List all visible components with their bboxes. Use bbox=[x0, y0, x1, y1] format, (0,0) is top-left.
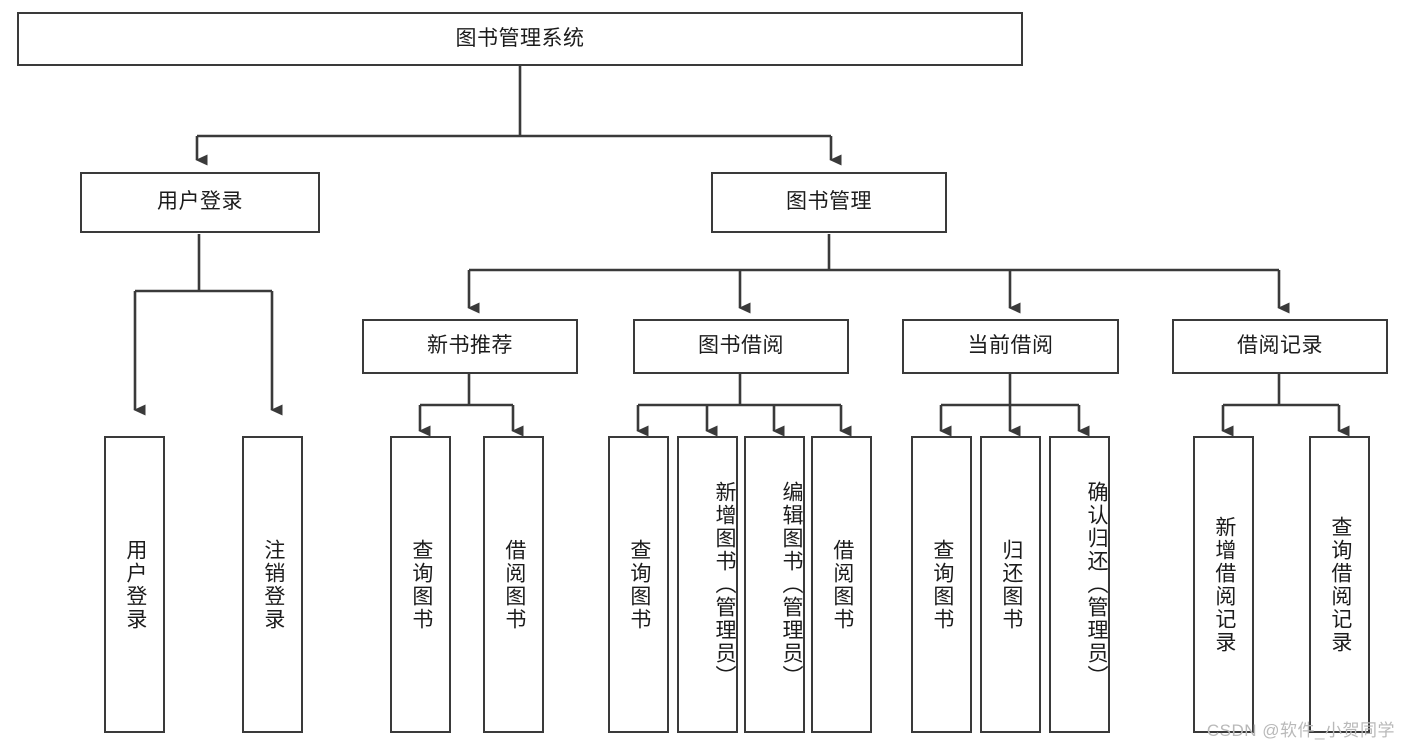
node-book-borrow[interactable]: 图书借阅 bbox=[633, 319, 849, 374]
node-borrow-record[interactable]: 借阅记录 bbox=[1172, 319, 1388, 374]
leaf-user-login[interactable]: 用户登录 bbox=[104, 436, 165, 733]
leaf-logout-login[interactable]: 注销登录 bbox=[242, 436, 303, 733]
leaf-return-book[interactable]: 归还图书 bbox=[980, 436, 1041, 733]
leaf-query-book-current[interactable]: 查询图书 bbox=[911, 436, 972, 733]
leaf-add-borrow-record[interactable]: 新增借阅记录 bbox=[1193, 436, 1254, 733]
node-current-borrow[interactable]: 当前借阅 bbox=[902, 319, 1119, 374]
leaf-borrow-book-recommend[interactable]: 借阅图书 bbox=[483, 436, 544, 733]
leaf-query-book-recommend[interactable]: 查询图书 bbox=[390, 436, 451, 733]
node-user-login[interactable]: 用户登录 bbox=[80, 172, 320, 233]
csdn-watermark: CSDN @软件_小贺同学 bbox=[1206, 721, 1395, 740]
leaf-borrow-book-borrow[interactable]: 借阅图书 bbox=[811, 436, 872, 733]
leaf-add-book-admin[interactable]: 新增图书（管理员） bbox=[677, 436, 738, 733]
leaf-confirm-return-admin[interactable]: 确认归还（管理员） bbox=[1049, 436, 1110, 733]
leaf-edit-book-admin[interactable]: 编辑图书（管理员） bbox=[744, 436, 805, 733]
node-new-book-recommend[interactable]: 新书推荐 bbox=[362, 319, 578, 374]
leaf-query-book-borrow[interactable]: 查询图书 bbox=[608, 436, 669, 733]
leaf-query-borrow-record[interactable]: 查询借阅记录 bbox=[1309, 436, 1370, 733]
node-book-manage[interactable]: 图书管理 bbox=[711, 172, 947, 233]
node-root[interactable]: 图书管理系统 bbox=[17, 12, 1023, 66]
